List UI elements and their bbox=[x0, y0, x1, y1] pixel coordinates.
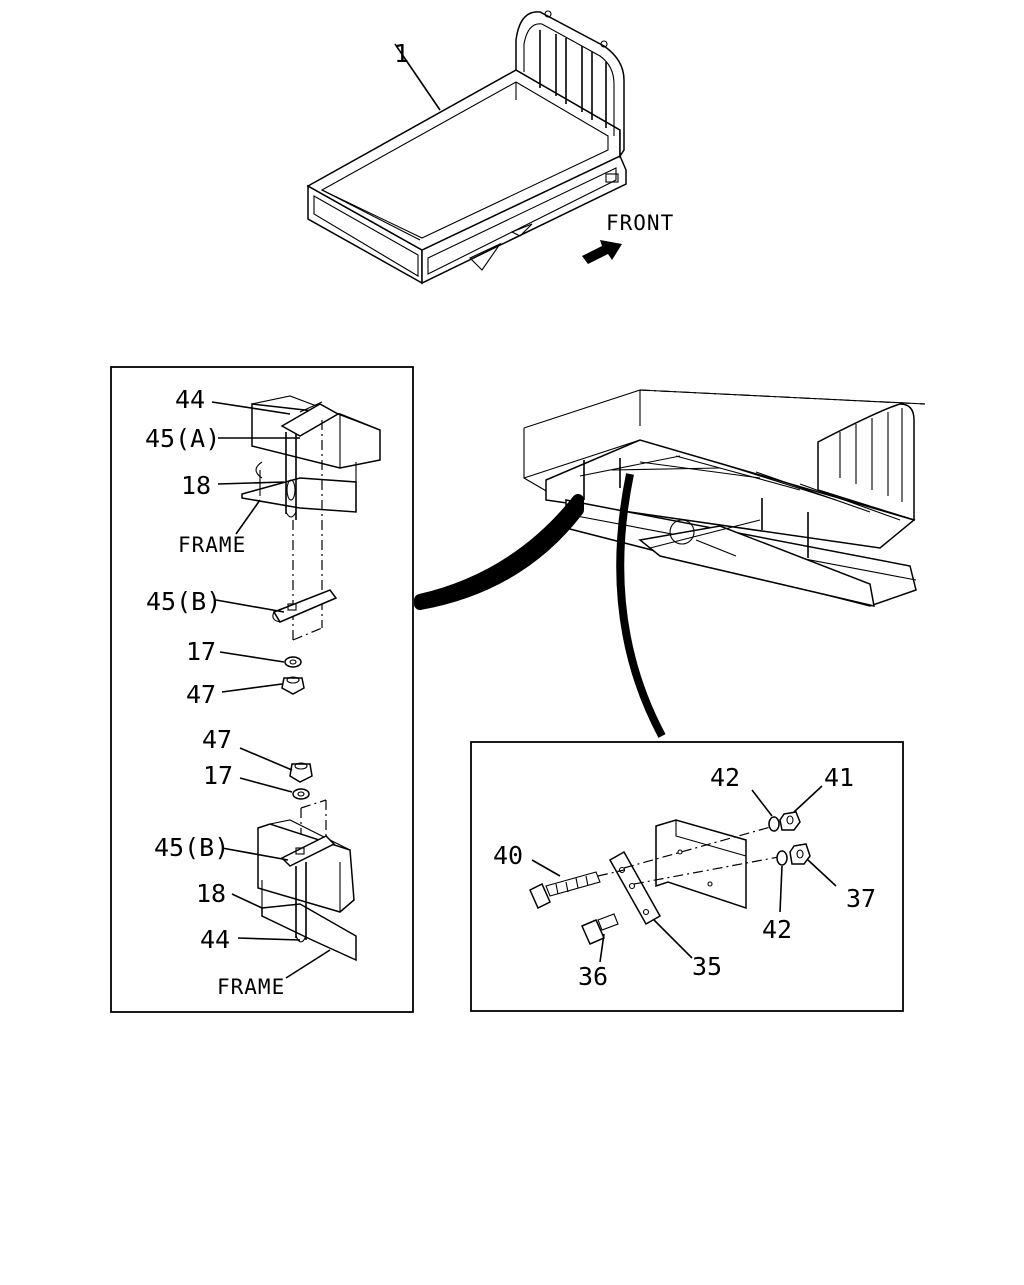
callout-45b-lower: 45(B) bbox=[154, 833, 229, 862]
frame-label-upper: FRAME bbox=[178, 533, 246, 557]
pointer-right-detail bbox=[616, 473, 666, 738]
truck-bed-drawing bbox=[306, 10, 627, 285]
callout-47-upper: 47 bbox=[186, 680, 216, 709]
callout-42-upper: 42 bbox=[710, 763, 740, 792]
callout-1: 1 bbox=[394, 39, 409, 68]
left-detail-box bbox=[110, 366, 414, 1013]
callout-45a: 45(A) bbox=[145, 424, 220, 453]
callout-18-lower: 18 bbox=[196, 879, 226, 908]
pointer-left-detail bbox=[414, 494, 584, 610]
callout-41: 41 bbox=[824, 763, 854, 792]
callout-35: 35 bbox=[692, 952, 722, 981]
callout-40: 40 bbox=[493, 841, 523, 870]
callout-45b-upper: 45(B) bbox=[146, 587, 221, 616]
callout-37: 37 bbox=[846, 884, 876, 913]
callout-47-lower: 47 bbox=[202, 725, 232, 754]
right-detail-box bbox=[470, 741, 904, 1012]
leader-line-1 bbox=[394, 43, 441, 111]
chassis-underside-drawing bbox=[523, 389, 926, 607]
frame-label-lower: FRAME bbox=[217, 975, 285, 999]
lower-ubolt-assembly bbox=[257, 762, 357, 962]
callout-17-upper: 17 bbox=[186, 637, 216, 666]
callout-18-upper: 18 bbox=[181, 471, 211, 500]
callout-44-lower: 44 bbox=[200, 925, 230, 954]
callout-36: 36 bbox=[578, 962, 608, 991]
callout-42-lower: 42 bbox=[762, 915, 792, 944]
callout-17-lower: 17 bbox=[203, 761, 233, 790]
front-label: FRONT bbox=[606, 211, 674, 235]
callout-44-upper: 44 bbox=[175, 385, 205, 414]
front-arrow-icon bbox=[582, 240, 622, 264]
upper-ubolt-assembly bbox=[241, 395, 381, 695]
bracket-assembly bbox=[529, 811, 811, 945]
